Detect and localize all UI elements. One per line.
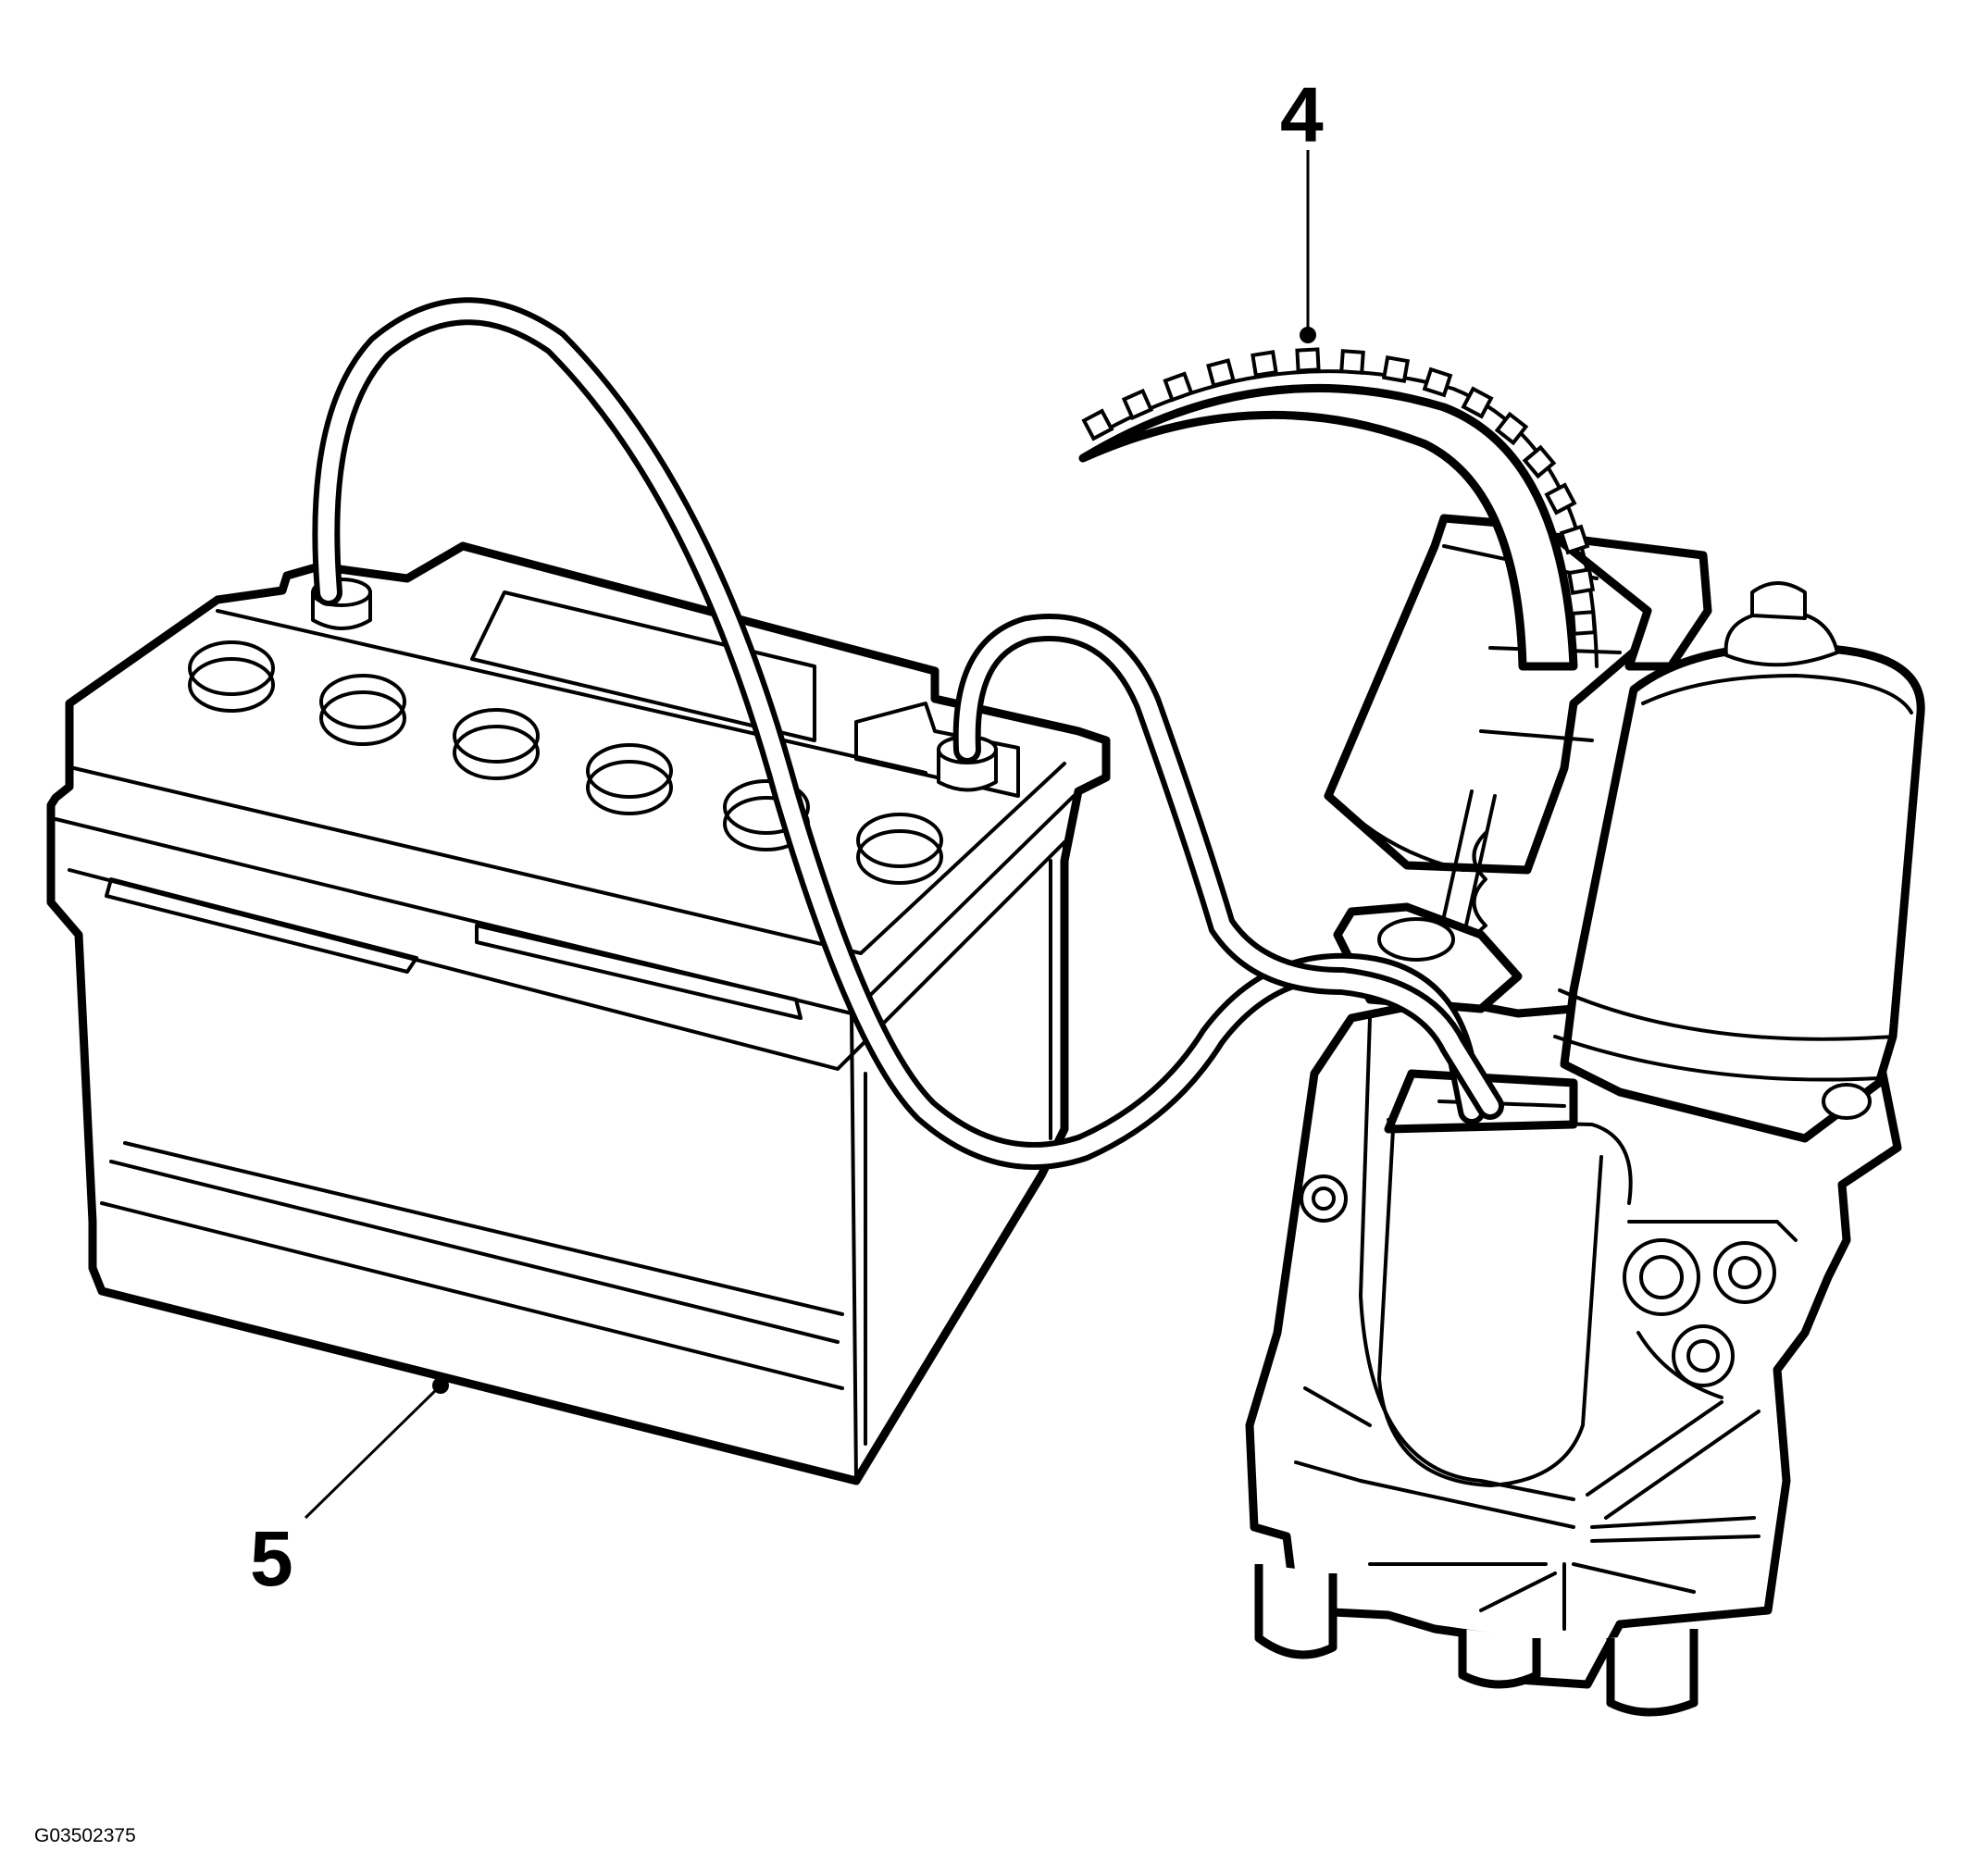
leader-dot-5 [432,1377,449,1394]
battery-outline [46,541,1111,1485]
leader-dot-4 [1300,327,1316,343]
callout-5: 5 [250,1515,293,1602]
cables [312,297,1504,1170]
figure-id: G03502375 [34,1825,136,1846]
leader-line-5 [304,1385,442,1520]
starter-motor [1245,514,1925,1717]
battery [46,541,1111,1485]
callout-4: 4 [1280,71,1324,158]
solenoid [1560,643,1925,1143]
ring-gear-segment [1078,347,1599,671]
vent-caps [188,640,943,885]
